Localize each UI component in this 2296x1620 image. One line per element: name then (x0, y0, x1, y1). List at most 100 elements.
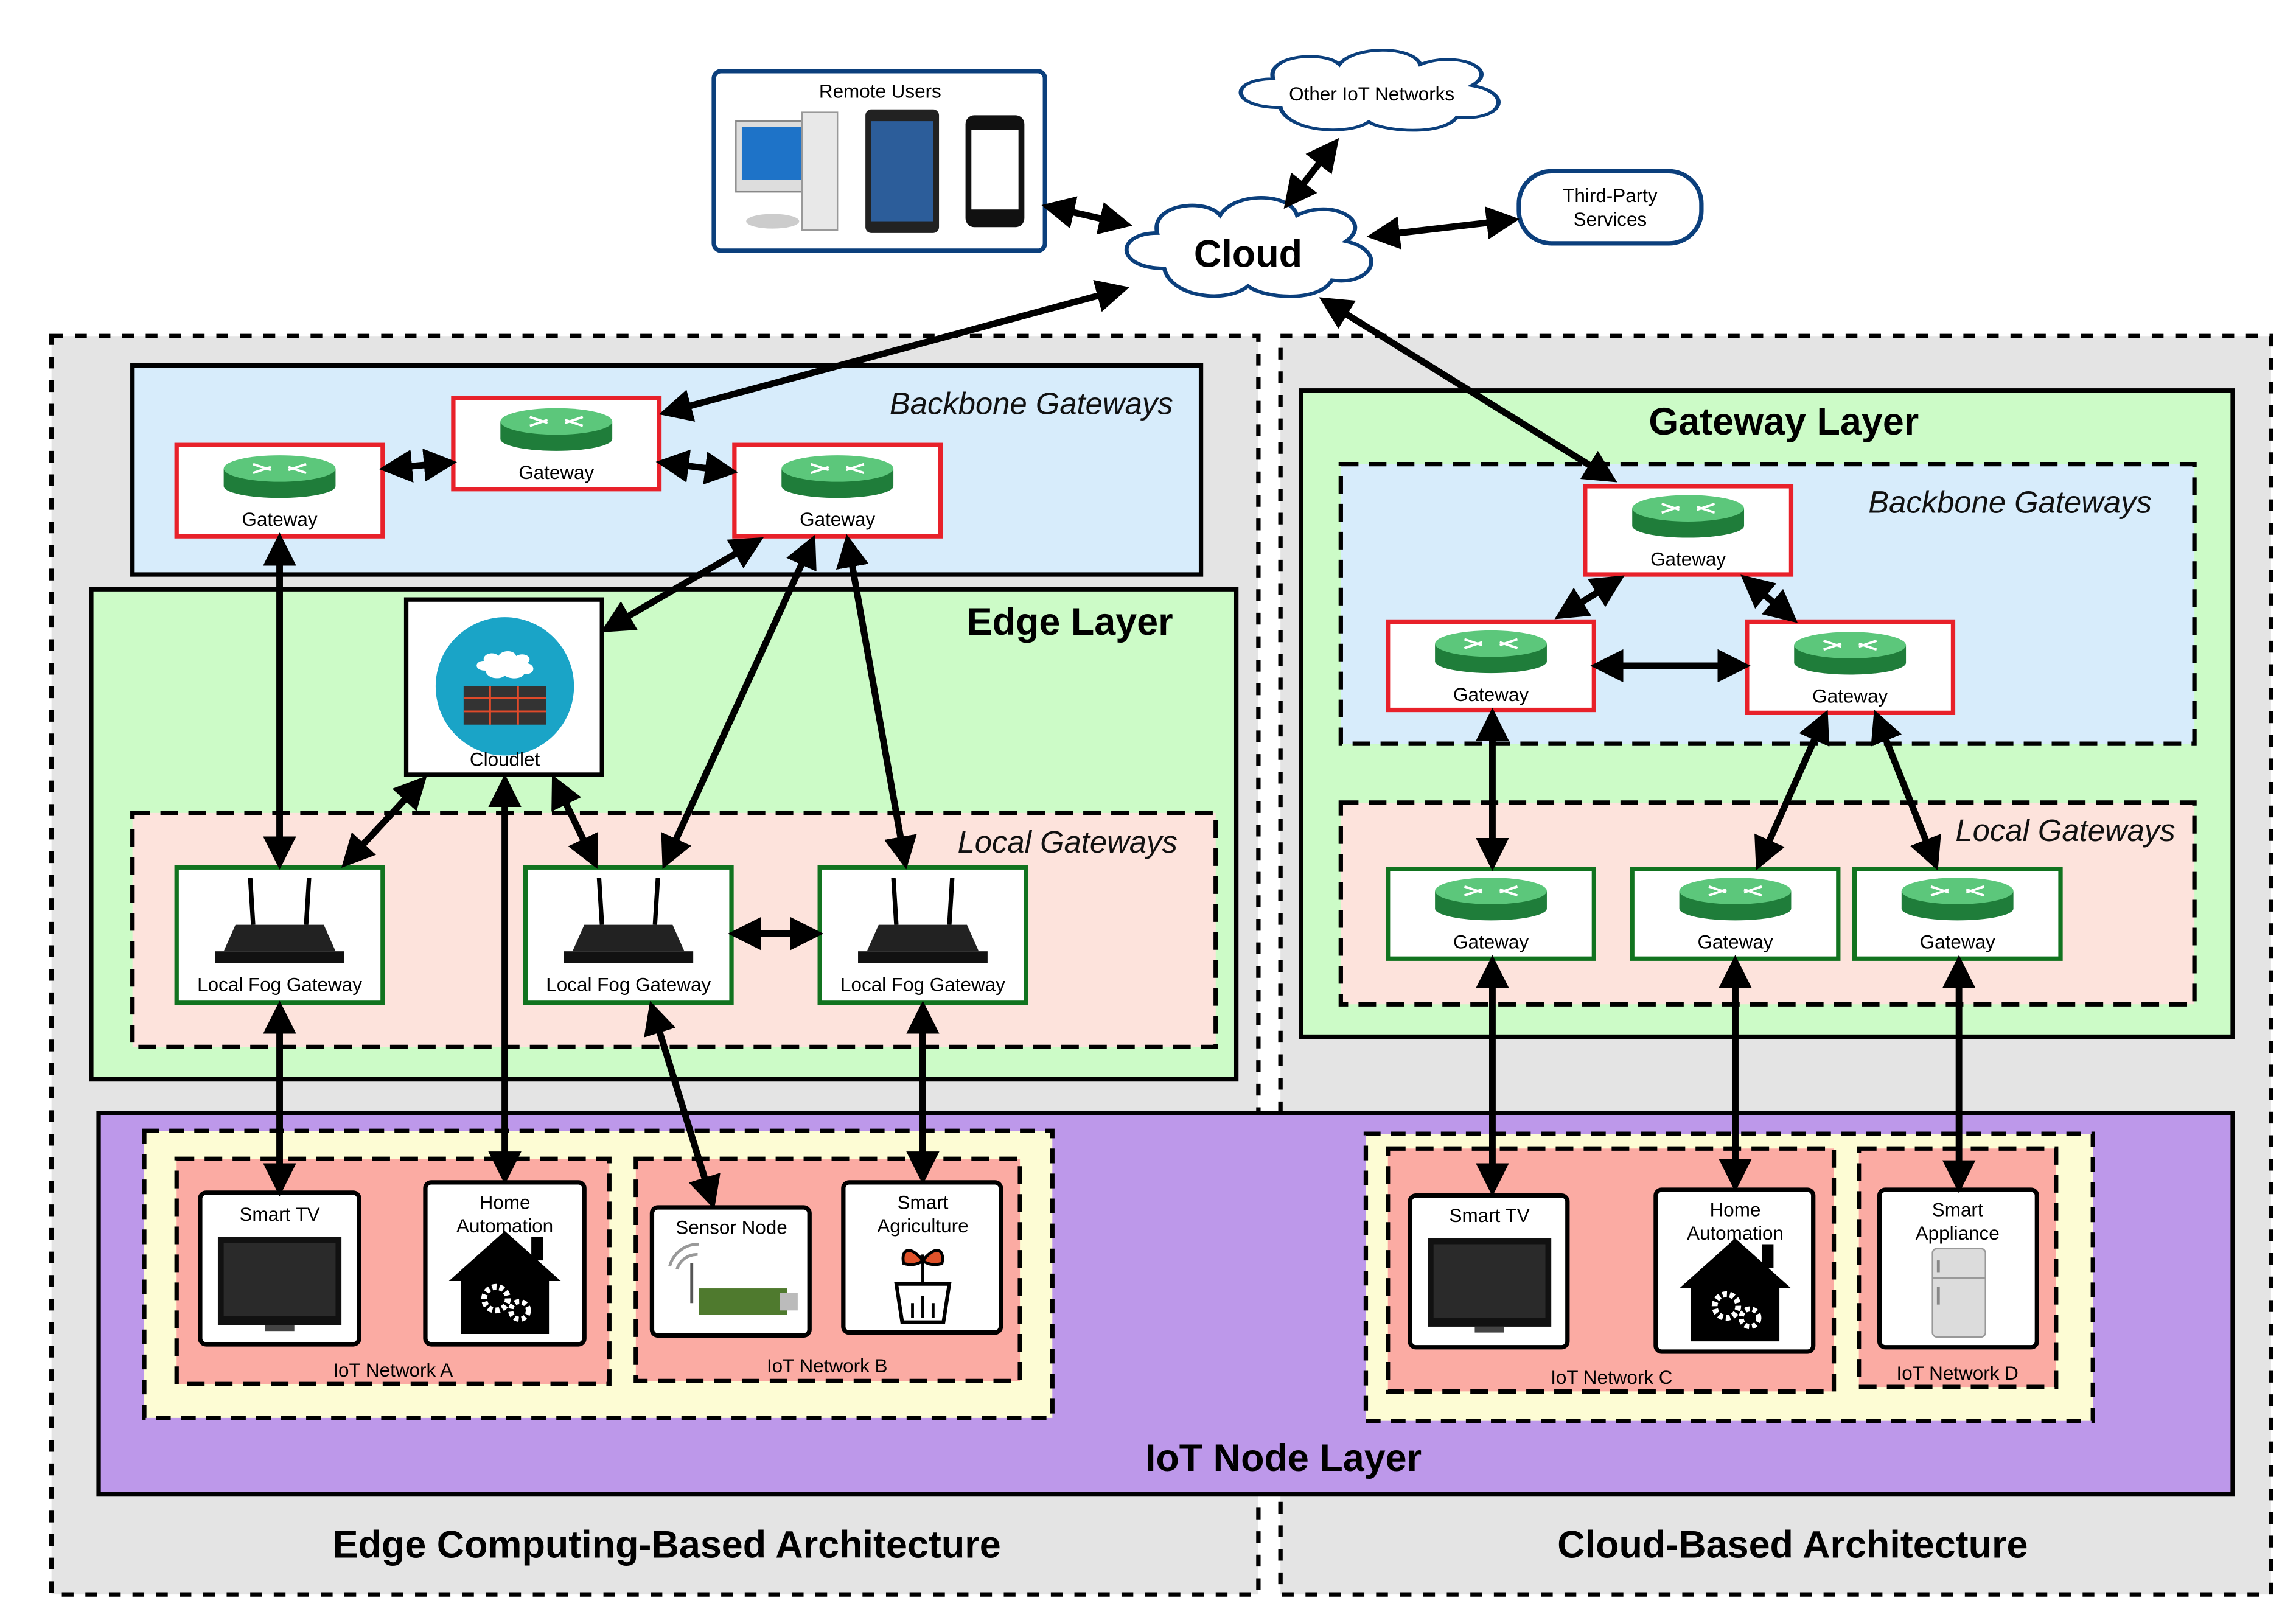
television-icon (217, 1237, 342, 1332)
smart-tv-device: Smart TV (1408, 1193, 1570, 1350)
device-label-2: Appliance (1916, 1223, 2000, 1244)
home-automation-device: Home Automation (1653, 1187, 1816, 1354)
device-label: Smart TV (1450, 1205, 1530, 1226)
bidirectional-arrow (1319, 297, 1617, 483)
remote-users-label: Remote Users (819, 80, 941, 102)
bidirectional-arrow (1740, 574, 1798, 623)
edge-backbone-label: Backbone Gateways (890, 386, 1173, 421)
device-label-1: Home (1710, 1199, 1761, 1221)
cloud-local-gateway-3: Gateway (1852, 867, 2063, 961)
gateway-label: Gateway (1453, 931, 1529, 952)
iot-network-d: IoT Network D Smart Appliance (1857, 1146, 2059, 1389)
cloud-local-gateways-label: Local Gateways (1955, 813, 2175, 848)
edge-backbone-gateway-2: Gateway (451, 396, 662, 492)
third-party-label-2: Services (1574, 209, 1647, 230)
bidirectional-arrow (1041, 196, 1132, 235)
third-party-services-box: Third-Party Services (1516, 169, 1704, 246)
cloud-backbone-label: Backbone Gateways (1868, 484, 2152, 519)
iot-network-c: IoT Network C Smart TV Home Automation (1386, 1146, 1837, 1394)
gateway-label: Gateway (1920, 931, 1995, 952)
remote-users-box: Remote Users (711, 69, 1047, 253)
bidirectional-arrow (1754, 710, 1830, 871)
iot-node-layer-label: IoT Node Layer (1145, 1437, 1422, 1479)
router-icon (1900, 876, 2015, 922)
bidirectional-arrow (658, 279, 1129, 422)
local-fog-gateway-1: Local Fog Gateway (174, 865, 385, 1005)
sensor-board-icon (668, 1243, 798, 1315)
bidirectional-arrow (1366, 206, 1520, 250)
cloud-backbone-gateway-right: Gateway (1745, 619, 1956, 716)
iot-network-b: IoT Network B Sensor Node Smart Agricult… (633, 1156, 1022, 1384)
bidirectional-arrow (551, 774, 598, 869)
smartphone-icon (965, 115, 1025, 228)
gateway-label: Gateway (1812, 685, 1888, 707)
other-iot-networks-label: Other IoT Networks (1289, 83, 1454, 105)
cloud-architecture-title: Cloud-Based Architecture (1557, 1524, 2028, 1566)
bidirectional-arrow (1554, 575, 1625, 620)
sensor-node-device: Sensor Node (649, 1205, 812, 1338)
fog-gateway-label: Local Fog Gateway (546, 974, 711, 995)
cloud-local-gateway-1: Gateway (1386, 867, 1596, 961)
tablet-icon (865, 109, 940, 233)
device-label-1: Smart (1932, 1199, 1983, 1221)
gateway-label: Gateway (242, 509, 318, 530)
device-label-1: Smart (898, 1192, 949, 1213)
edge-architecture-title: Edge Computing-Based Architecture (333, 1524, 1001, 1566)
network-label: IoT Network D (1897, 1363, 2019, 1384)
network-label: IoT Network B (767, 1355, 888, 1377)
bidirectional-arrow (644, 1000, 721, 1210)
cloud-label: Cloud (1194, 233, 1302, 276)
bidirectional-arrow (1283, 138, 1339, 209)
router-icon (222, 454, 337, 500)
gateway-label: Gateway (518, 462, 594, 483)
bidirectional-arrow (655, 449, 738, 485)
local-fog-gateway-3: Local Fog Gateway (817, 865, 1028, 1005)
smart-agriculture-device: Smart Agriculture (841, 1180, 1003, 1335)
bidirectional-arrow (661, 534, 817, 869)
refrigerator-icon (1931, 1248, 1986, 1338)
cloudlet-node: Cloudlet (403, 597, 604, 777)
edge-backbone-gateway-3: Gateway (732, 442, 943, 539)
cloud-backbone-gateway-top: Gateway (1583, 484, 1794, 577)
bidirectional-arrow (836, 534, 917, 870)
device-label-1: Home (480, 1192, 531, 1213)
third-party-label-1: Third-Party (1563, 185, 1658, 206)
television-icon (1428, 1238, 1552, 1333)
cloudlet-server-icon (435, 617, 574, 756)
device-label: Sensor Node (675, 1217, 787, 1238)
smart-tv-device: Smart TV (198, 1190, 361, 1347)
bidirectional-arrow (379, 449, 457, 483)
gateway-label: Gateway (800, 509, 875, 530)
router-icon (499, 407, 614, 452)
router-icon (1678, 876, 1793, 922)
bidirectional-arrow (1871, 710, 1941, 871)
other-iot-networks-cloud: Other IoT Networks (1241, 50, 1498, 130)
network-label: IoT Network C (1551, 1367, 1672, 1388)
desktop-computer-icon (735, 111, 839, 231)
cloudlet-label: Cloudlet (470, 749, 540, 770)
cloud-backbone-gateway-left: Gateway (1386, 619, 1596, 713)
local-fog-gateway-2: Local Fog Gateway (523, 865, 734, 1005)
gateway-label: Gateway (1650, 549, 1726, 570)
gateway-label: Gateway (1453, 684, 1529, 705)
edge-backbone-gateway-1: Gateway (174, 442, 385, 539)
router-icon (780, 454, 895, 500)
router-icon (1793, 630, 1908, 676)
cloud-node: Cloud (1126, 198, 1371, 296)
connection-arrows (263, 138, 1976, 1210)
router-icon (1434, 876, 1548, 922)
fog-gateway-label: Local Fog Gateway (197, 974, 362, 995)
edge-local-gateways-label: Local Gateways (958, 825, 1178, 859)
plant-pot-icon (894, 1249, 952, 1324)
router-icon (1631, 494, 1745, 539)
router-icon (1434, 629, 1548, 675)
gateway-label: Gateway (1697, 931, 1773, 952)
bidirectional-arrow (341, 775, 427, 868)
edge-layer-label: Edge Layer (967, 601, 1173, 643)
iot-network-a: IoT Network A Smart TV Home Automation (174, 1156, 612, 1386)
network-label: IoT Network A (333, 1360, 453, 1381)
device-label: Smart TV (239, 1204, 319, 1225)
home-automation-device: Home Automation (423, 1180, 587, 1347)
gateway-layer-label: Gateway Layer (1649, 400, 1919, 443)
